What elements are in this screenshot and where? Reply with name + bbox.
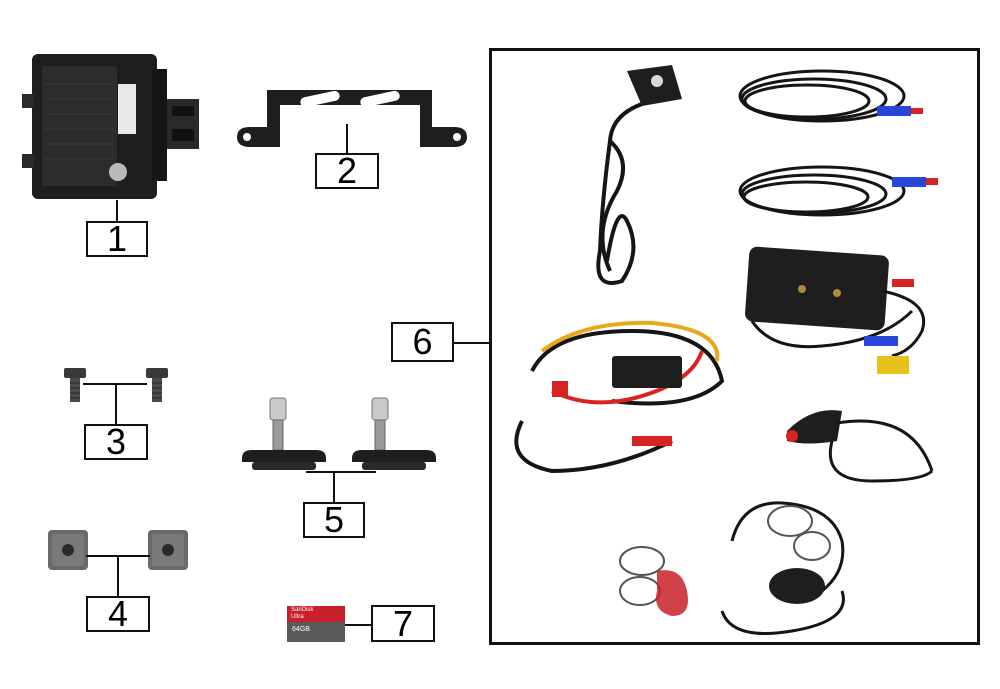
- dvr-unit: [745, 246, 889, 331]
- callout-5: 5: [303, 499, 365, 540]
- microsd-capacity-text: 64GB: [292, 626, 310, 633]
- callout-1-leader: [116, 200, 118, 222]
- callout-7-leader: [345, 624, 373, 626]
- callout-2: 2: [315, 150, 379, 191]
- callout-3: 3: [84, 421, 148, 462]
- callout-4-leader-v: [117, 555, 119, 597]
- callout-6-leader: [453, 342, 489, 344]
- video-cable-1: [738, 69, 906, 123]
- clip-nut-left-image: [48, 530, 88, 570]
- clip-nut-right-image: [148, 530, 188, 570]
- microsd-brand-text: SanDisk Ultra: [291, 607, 314, 620]
- callout-5-leader-v: [333, 471, 335, 503]
- video-cable-2: [738, 165, 906, 217]
- callout-4: 4: [86, 593, 150, 634]
- remote-button-cable: [596, 99, 653, 285]
- callout-2-leader: [346, 124, 348, 154]
- callout-7: 7: [371, 603, 435, 644]
- kit-contents-image: [514, 65, 938, 635]
- callout-3-leader-v: [115, 383, 117, 425]
- mounting-bracket-image: [237, 90, 467, 147]
- bolt-right-image: [146, 368, 168, 402]
- bolt-left-image: [64, 368, 86, 402]
- tpms-sensor-left-image: [242, 397, 326, 470]
- control-module-image: [22, 54, 199, 199]
- tpms-sensor-right-image: [352, 397, 436, 470]
- callout-5-leader-h: [306, 471, 376, 473]
- callout-6: 6: [391, 321, 454, 362]
- microsd-card-image: [287, 606, 345, 642]
- callout-1: 1: [86, 218, 148, 259]
- power-harness: [514, 320, 725, 474]
- kit-contents-frame: [489, 48, 980, 645]
